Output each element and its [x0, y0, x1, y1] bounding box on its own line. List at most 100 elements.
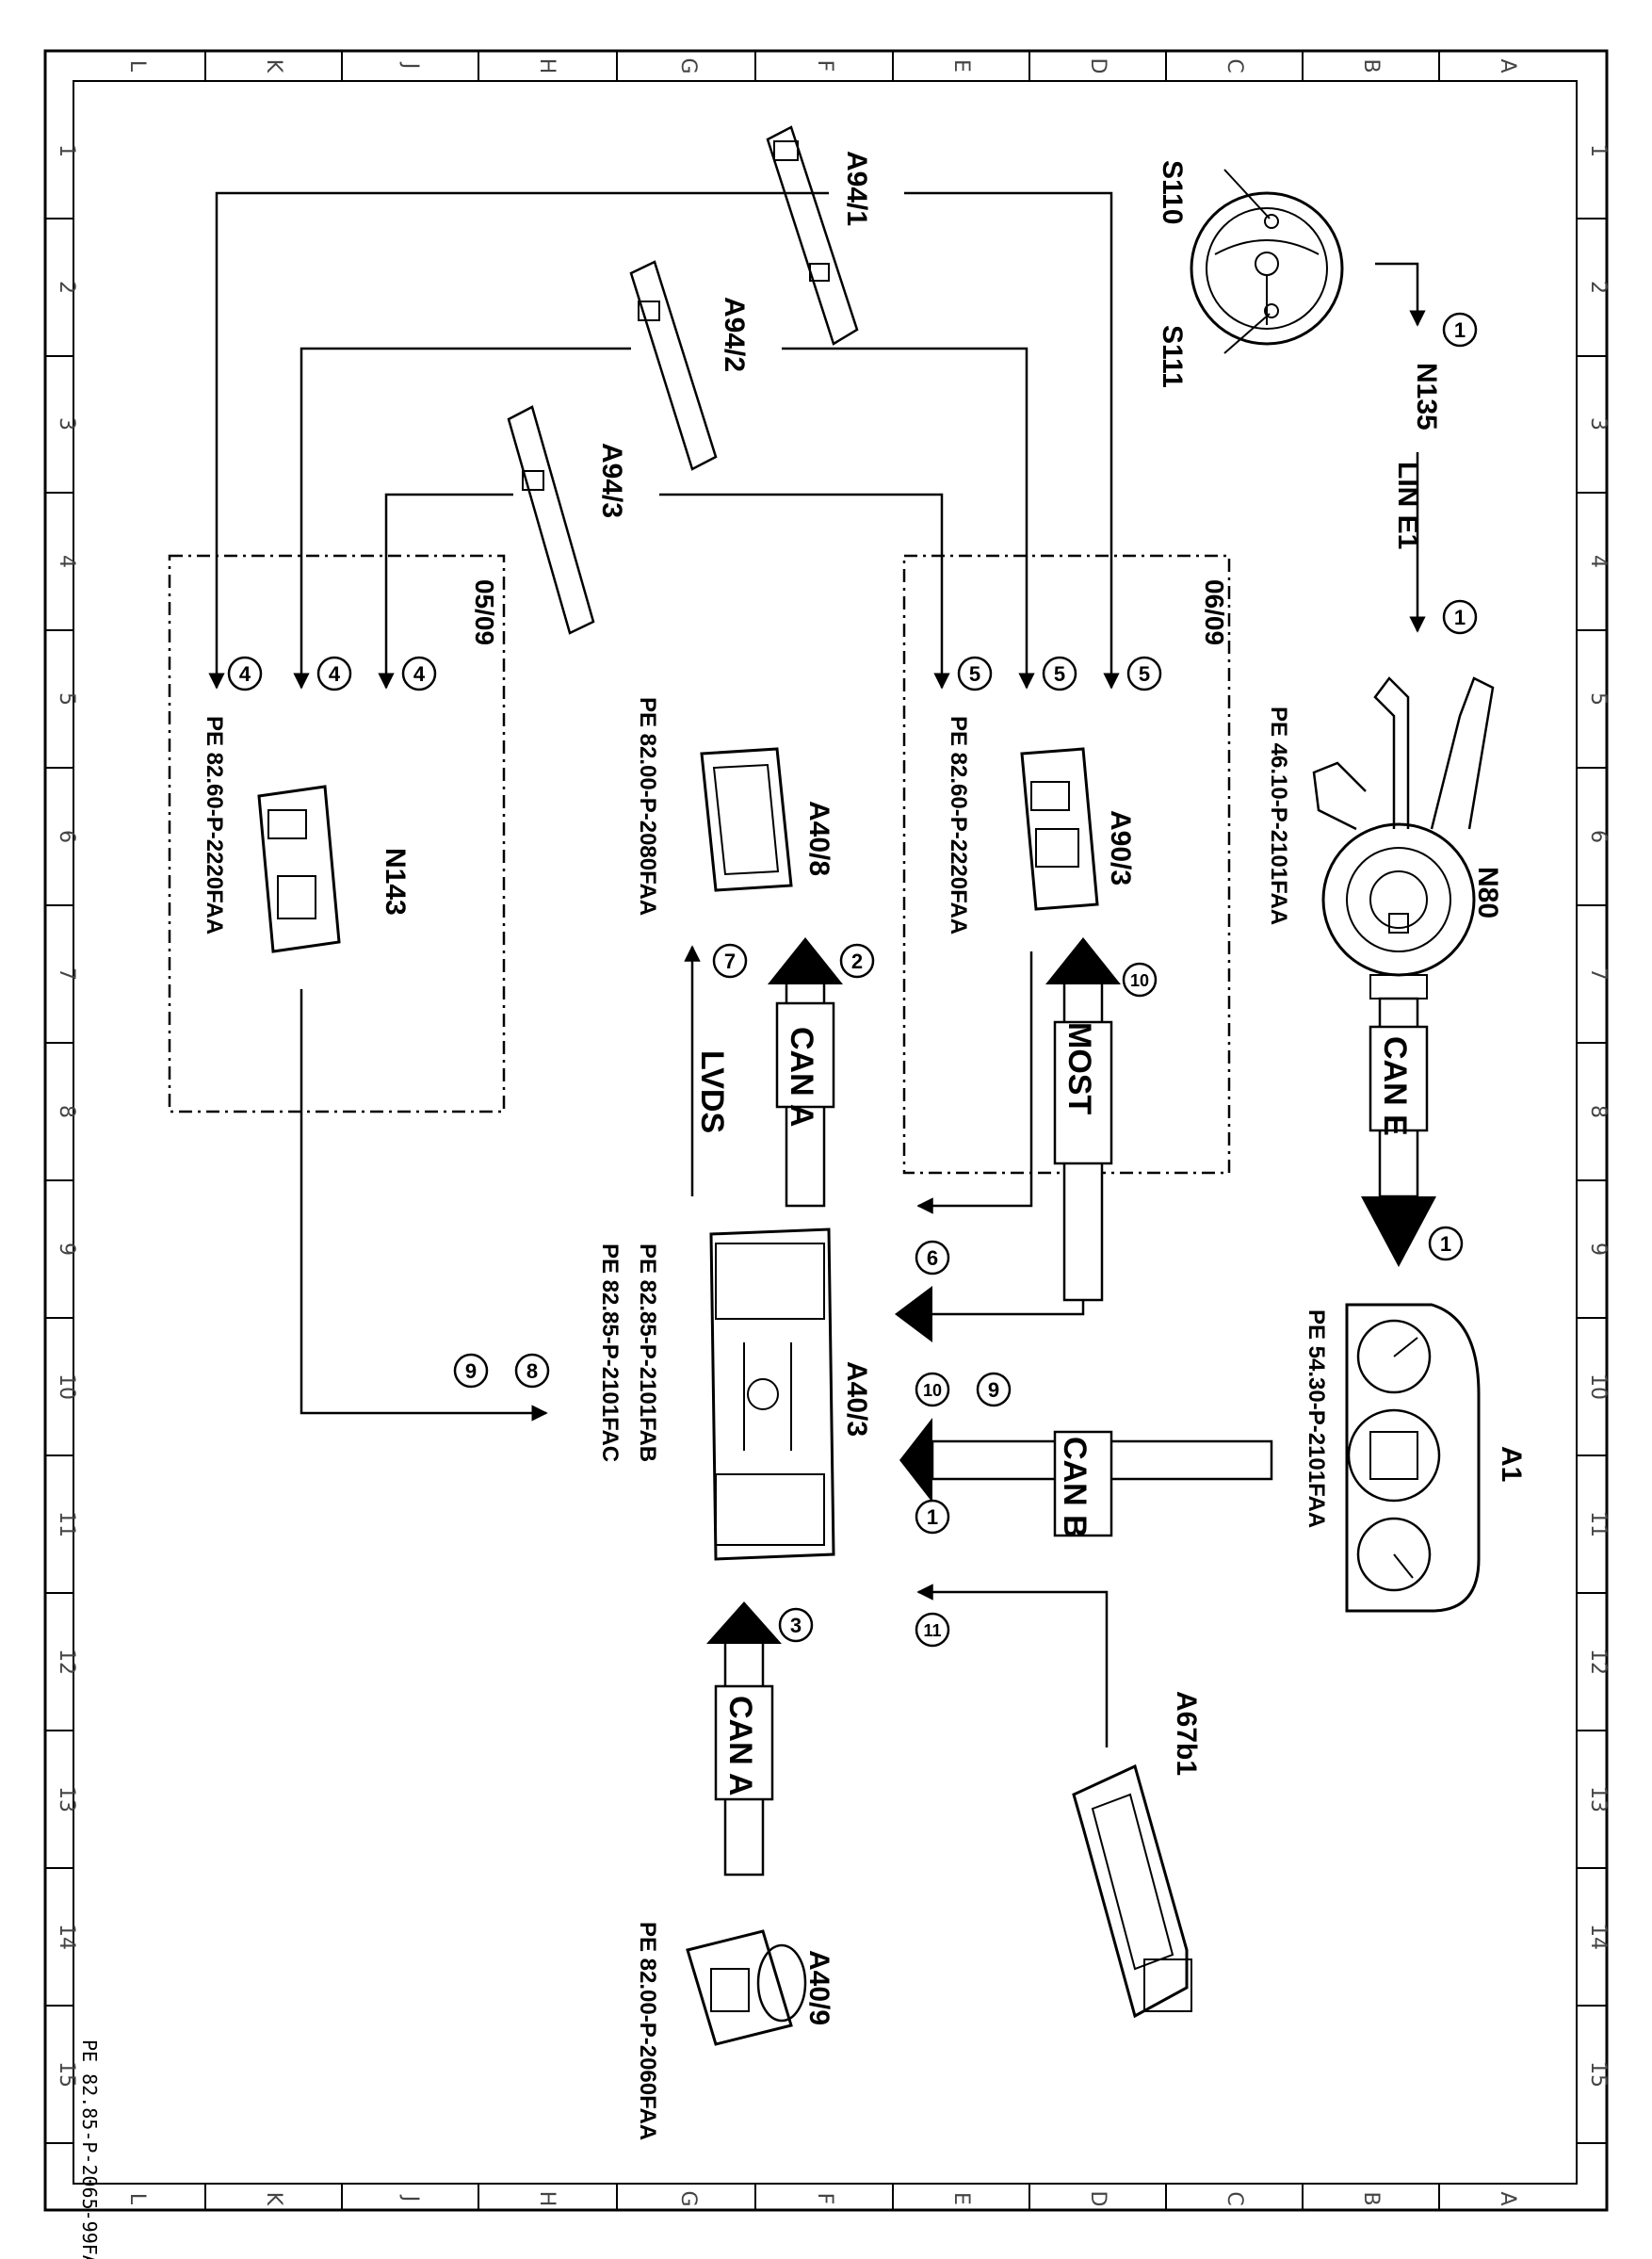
grid-row-4: 4 — [55, 555, 78, 568]
bus-lvds: LVDS — [694, 1050, 730, 1133]
n143-module-icon — [257, 785, 341, 953]
bus-can-b: CAN B — [1057, 1437, 1093, 1538]
label-s111: S111 — [1157, 325, 1188, 388]
svg-text:5: 5 — [1054, 662, 1065, 686]
line-a94-2-to-n143 — [293, 347, 631, 690]
grid-col-g: G — [676, 57, 700, 73]
label-a40-8: A40/8 — [803, 801, 834, 876]
signal-marker: 3 — [778, 1607, 814, 1643]
a90-3-tuner-icon — [1020, 747, 1099, 911]
grid-row-13-right: 13 — [1586, 1786, 1610, 1812]
svg-text:11: 11 — [923, 1621, 941, 1640]
can-a-connector-bottom — [706, 1601, 782, 1877]
grid-col-h-bottom: H — [535, 2191, 559, 2207]
svg-text:9: 9 — [988, 1378, 999, 1402]
ref-n143: PE 82.60-P-2220FAA — [202, 716, 227, 934]
signal-marker: 1 — [1428, 1226, 1464, 1261]
grid-columns: L K J H G F E D C B A L K J H G F E D C … — [125, 57, 1519, 2206]
grid-row-8-right: 8 — [1586, 1105, 1610, 1118]
grid-row-6: 6 — [55, 830, 78, 843]
ref-a90-3: PE 82.60-P-2220FAA — [946, 716, 971, 934]
signal-markers: 1 1 1 1 2 3 4 4 4 5 5 5 6 7 8 9 9 10 10 … — [227, 312, 1478, 1648]
grid-col-g-bottom: G — [676, 2190, 700, 2206]
svg-text:5: 5 — [1139, 662, 1150, 686]
steering-column-module-icon — [1312, 676, 1495, 999]
line-a67b1-to-a40-3 — [916, 1584, 1109, 1747]
grid-col-e-bottom: E — [949, 2192, 973, 2205]
grid-col-b-bottom: B — [1359, 2191, 1383, 2205]
ref-n80: PE 46.10-P-2101FAA — [1266, 707, 1291, 925]
grid-rows: 1 2 3 4 5 6 7 8 9 10 11 12 13 14 15 1 2 … — [55, 144, 1610, 2088]
svg-text:4: 4 — [239, 662, 251, 686]
inner-frame — [73, 80, 1578, 2185]
grid-col-l-bottom: L — [125, 2193, 149, 2205]
signal-marker: 7 — [712, 943, 748, 979]
grid-col-a-bottom: A — [1496, 2191, 1519, 2205]
line-a94-3-to-n143 — [378, 493, 513, 690]
svg-text:9: 9 — [465, 1359, 477, 1383]
label-a94-1: A94/1 — [841, 151, 872, 226]
a94-1-module-icon — [766, 125, 859, 346]
grid-col-a: A — [1496, 58, 1519, 73]
grid-col-e: E — [949, 59, 973, 73]
grid-col-d-bottom: D — [1086, 2191, 1109, 2207]
grid-row-11-right: 11 — [1586, 1511, 1610, 1537]
label-n143: N143 — [380, 848, 411, 916]
svg-text:7: 7 — [724, 950, 736, 973]
grid-row-1-right: 1 — [1586, 144, 1610, 157]
line-a90-3-to-a40-3 — [916, 951, 1033, 1214]
grid-row-7: 7 — [55, 967, 78, 981]
svg-text:5: 5 — [969, 662, 980, 686]
signal-marker: 9 — [453, 1353, 489, 1389]
signal-marker: 11 — [915, 1612, 950, 1648]
signal-marker: 4 — [316, 656, 352, 691]
grid-row-5: 5 — [55, 692, 78, 706]
line-steering-to-lin — [1375, 262, 1426, 327]
svg-text:10: 10 — [1130, 971, 1149, 990]
grid-col-l: L — [125, 60, 149, 73]
label-n80: N80 — [1472, 867, 1503, 918]
signal-marker: 4 — [401, 656, 437, 691]
ref-a40-8: PE 82.00-P-2080FAA — [635, 697, 660, 916]
a94-3-module-icon — [507, 405, 595, 635]
grid-row-6-right: 6 — [1586, 830, 1610, 843]
grid-row-ticks — [45, 218, 1607, 2144]
svg-text:1: 1 — [927, 1505, 938, 1529]
label-a94-3: A94/3 — [596, 443, 627, 518]
n143-variant-box — [168, 554, 506, 1113]
line-n143-to-a40-3 — [300, 989, 548, 1422]
svg-text:1: 1 — [1454, 606, 1466, 629]
grid-row-12-right: 12 — [1586, 1649, 1610, 1675]
can-a-connector-top — [768, 937, 843, 1208]
svg-text:1: 1 — [1454, 318, 1466, 342]
signal-marker: 10 — [1122, 962, 1158, 998]
grid-col-d: D — [1086, 58, 1109, 74]
grid-row-13: 13 — [55, 1786, 78, 1812]
grid-column-ticks — [204, 51, 1440, 2210]
signal-marker: 10 — [915, 1372, 950, 1407]
grid-row-2-right: 2 — [1586, 281, 1610, 294]
line-a94-3-to-a90-3 — [659, 493, 950, 690]
bus-can-a-1: CAN A — [784, 1027, 819, 1127]
label-s110: S110 — [1157, 160, 1188, 224]
label-a94-2: A94/2 — [719, 297, 750, 372]
label-a40-9: A40/9 — [803, 1950, 834, 2025]
steering-wheel-icon — [1190, 169, 1344, 354]
grid-col-j-bottom: J — [398, 2194, 422, 2202]
grid-row-4-right: 4 — [1586, 555, 1610, 568]
bus-lin-e1: LIN E1 — [1392, 462, 1423, 549]
ref-a1: PE 54.30-P-2101FAA — [1304, 1309, 1329, 1528]
grid-row-8: 8 — [55, 1105, 78, 1118]
signal-marker: 1 — [1442, 312, 1478, 348]
signal-marker: 1 — [915, 1499, 950, 1535]
grid-row-5-right: 5 — [1586, 692, 1610, 706]
grid-row-3-right: 3 — [1586, 417, 1610, 431]
bus-most: MOST — [1061, 1022, 1097, 1114]
grid-row-7-right: 7 — [1586, 967, 1610, 981]
grid-row-12: 12 — [55, 1649, 78, 1675]
svg-text:3: 3 — [790, 1614, 802, 1637]
label-a40-3: A40/3 — [841, 1361, 872, 1437]
signal-marker: 4 — [227, 656, 263, 691]
outer-frame — [43, 49, 1609, 2212]
